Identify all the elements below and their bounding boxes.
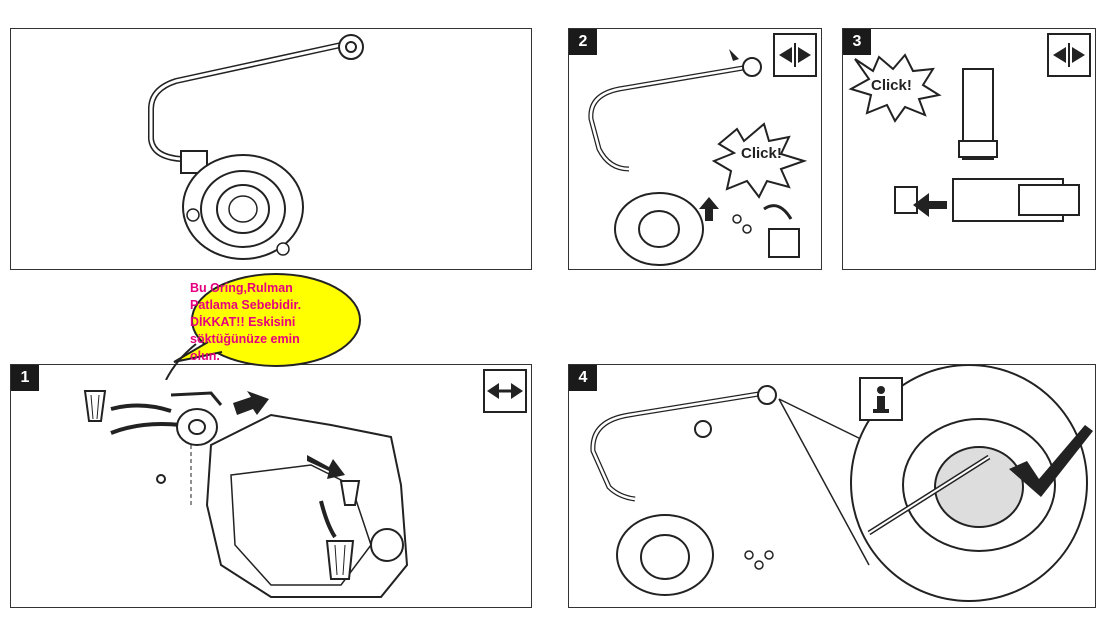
warning-callout-text: Bu Oring,Rulman Patlama Sebebidir. DİKKA… [190, 281, 302, 363]
step-3-panel: 3 Click! [842, 28, 1096, 270]
bin-icon [325, 540, 355, 580]
info-icon [859, 377, 903, 421]
step-3-drawing [848, 53, 1080, 222]
clutch-slave-cylinder-drawing [148, 34, 364, 260]
zoom-detail-circle [850, 365, 1088, 602]
step-2-panel: 2 Click! [568, 28, 822, 270]
expand-arrows-icon [483, 369, 527, 413]
checkmark-icon [1009, 425, 1093, 497]
step-4-drawing [590, 365, 1088, 602]
pipe-fitting-icon [338, 34, 364, 60]
step-1-drawing [83, 390, 409, 598]
warning-callout-bubble [165, 273, 361, 380]
overview-panel [10, 28, 532, 270]
step-4-panel: 4 [568, 364, 1096, 608]
step-number-badge: 4 [569, 365, 597, 391]
bin-icon [83, 390, 107, 422]
step-2-drawing [588, 49, 808, 266]
step-number-badge: 2 [569, 29, 597, 55]
step-number-badge: 1 [11, 365, 39, 391]
compress-arrows-icon [773, 33, 817, 77]
compress-arrows-icon [1047, 33, 1091, 77]
step-number-badge: 3 [843, 29, 871, 55]
click-label: Click! [741, 145, 782, 162]
step-1-panel: 1 [10, 364, 532, 608]
click-label: Click! [871, 77, 912, 94]
